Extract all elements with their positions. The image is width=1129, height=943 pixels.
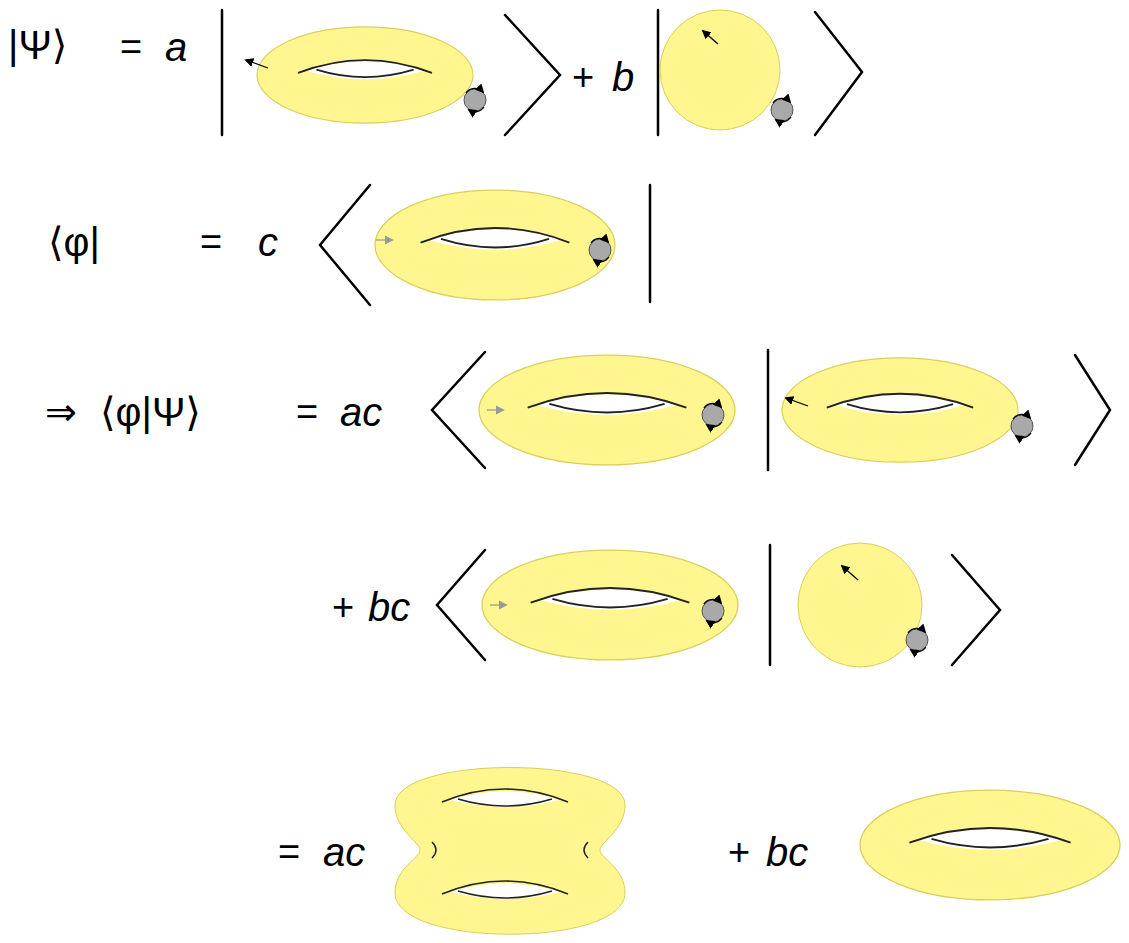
equation-text: b bbox=[612, 57, 634, 97]
equation-text: bc bbox=[368, 587, 410, 627]
equation-text: = bbox=[296, 393, 318, 431]
equation-text: |Ψ⟩ bbox=[8, 25, 67, 65]
equation-text: ⟨φ|Ψ⟩ bbox=[100, 392, 201, 432]
equation-text: + bbox=[728, 833, 750, 871]
equation-text: a bbox=[165, 27, 187, 67]
equation-text: = bbox=[200, 223, 222, 261]
equation-text: + bbox=[572, 58, 594, 96]
equation-text: = bbox=[278, 833, 300, 871]
equation-text: ac bbox=[340, 392, 382, 432]
equation-text: ⟨φ| bbox=[48, 222, 100, 262]
equation-text: + bbox=[332, 588, 354, 626]
equation-text: ac bbox=[323, 832, 365, 872]
equation-text: c bbox=[258, 222, 278, 262]
equation-text: ⇒ bbox=[45, 393, 77, 431]
equation-text: = bbox=[120, 28, 142, 66]
equation-text: bc bbox=[766, 832, 808, 872]
